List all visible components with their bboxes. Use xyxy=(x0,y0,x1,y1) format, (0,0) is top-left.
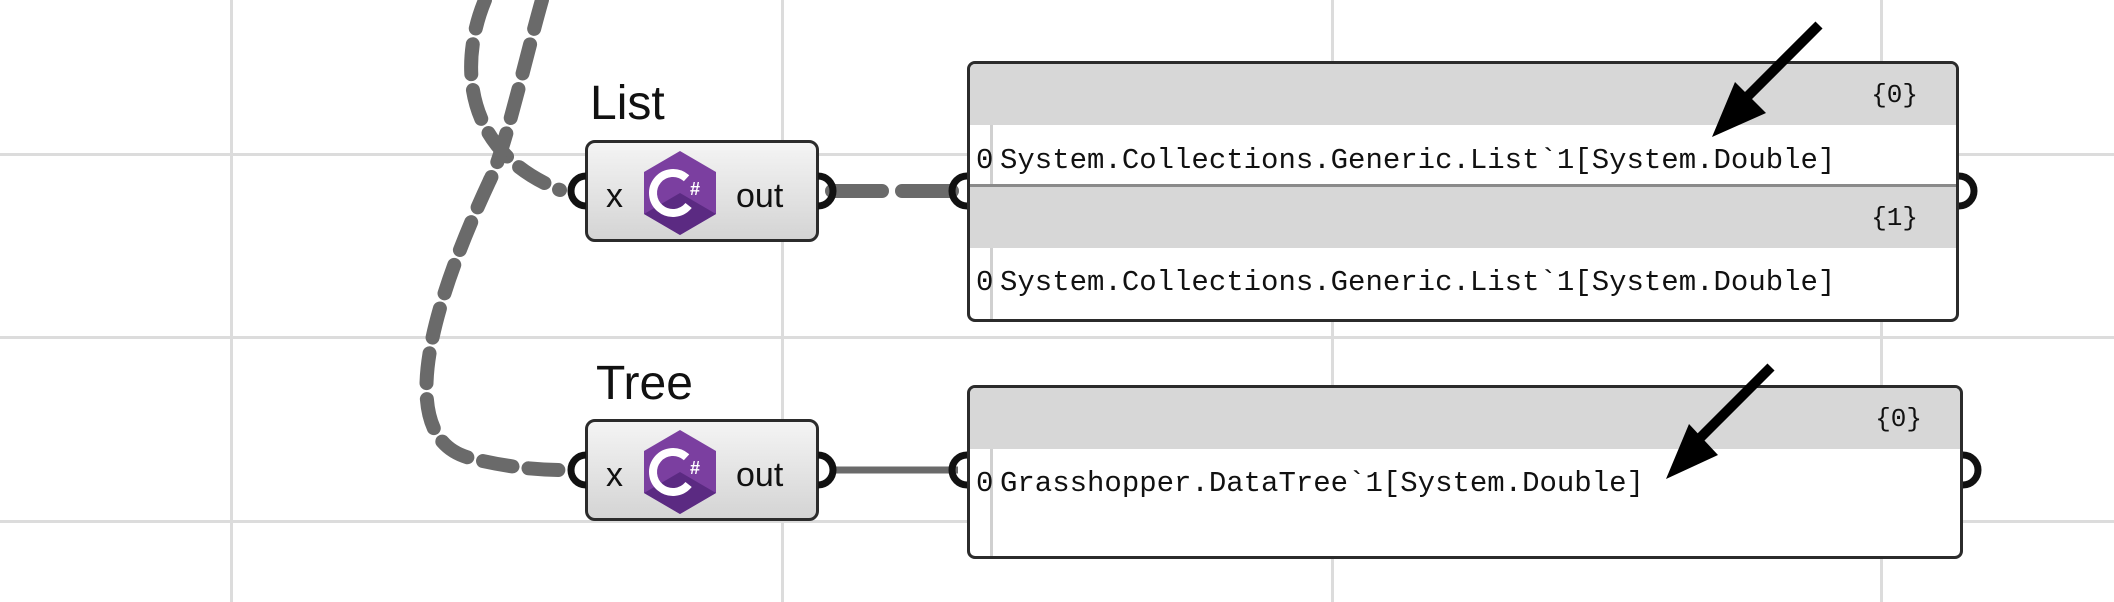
input-port-x[interactable]: x xyxy=(606,456,623,494)
item-index: 0 xyxy=(976,144,994,177)
item-value: Grasshopper.DataTree`1[System.Double] xyxy=(1000,467,1644,500)
grid-line xyxy=(0,336,2114,339)
wire-source-to-list-a[interactable] xyxy=(464,0,567,197)
wire-source-to-list-b[interactable] xyxy=(483,0,549,187)
component-label-list: List xyxy=(590,77,665,130)
branch-path: {0} xyxy=(1871,80,1918,110)
branch-path: {0} xyxy=(1875,404,1922,434)
component-label-tree: Tree xyxy=(596,357,693,410)
svg-text:#: # xyxy=(690,179,700,199)
branch-header: {1} xyxy=(970,187,1956,248)
grid-line xyxy=(781,0,784,602)
csharp-icon: # xyxy=(644,430,716,514)
input-port-x[interactable]: x xyxy=(606,177,623,215)
item-value: System.Collections.Generic.List`1[System… xyxy=(1000,144,1836,177)
item-value: System.Collections.Generic.List`1[System… xyxy=(1000,266,1836,299)
csharp-component-list[interactable]: x # out xyxy=(585,140,819,242)
svg-text:#: # xyxy=(690,458,700,478)
branch-divider xyxy=(970,184,1956,187)
wire-source-to-tree[interactable] xyxy=(419,173,572,477)
csharp-component-tree[interactable]: x # out xyxy=(585,419,819,521)
item-index: 0 xyxy=(976,467,994,500)
branch-header: {0} xyxy=(970,64,1956,125)
grid-line xyxy=(230,0,233,602)
csharp-icon: # xyxy=(644,151,716,235)
branch-header: {0} xyxy=(970,388,1960,449)
branch-path: {1} xyxy=(1871,203,1918,233)
panel-edge xyxy=(990,388,993,556)
output-port-out[interactable]: out xyxy=(736,456,784,494)
output-port-out[interactable]: out xyxy=(736,177,784,215)
item-index: 0 xyxy=(976,266,994,299)
